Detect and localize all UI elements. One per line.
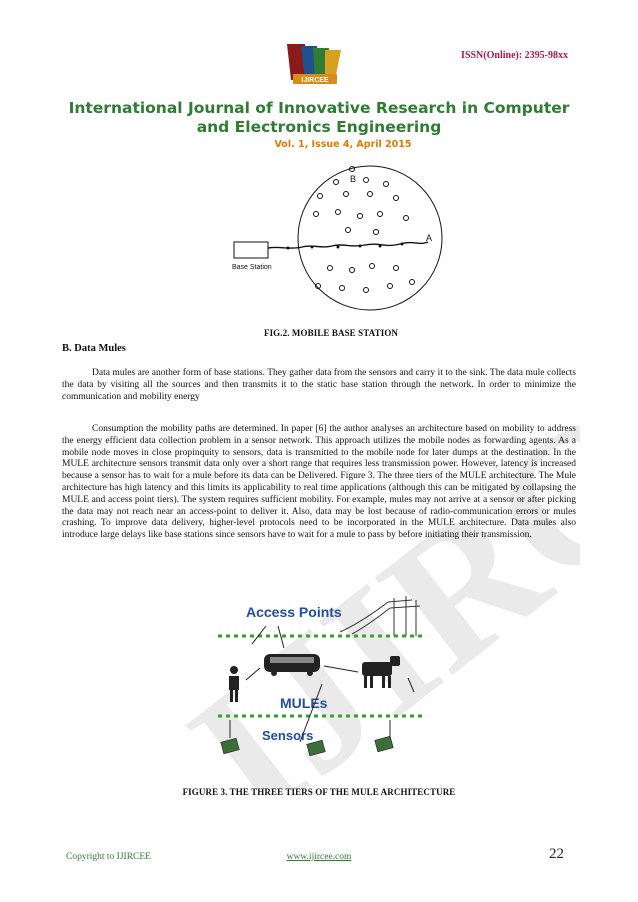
journal-title: International Journal of Innovative Rese… (40, 99, 598, 137)
sensor-nodes (313, 166, 415, 293)
base-station-box (233, 241, 269, 259)
power-line-icon (339, 596, 421, 636)
tier-label-access-points: Access Points (246, 604, 342, 620)
base-station-label: Base Station (232, 264, 272, 271)
paragraph-1: Data mules are another form of base stat… (62, 368, 576, 402)
sensor-board-icons (220, 735, 394, 757)
section-heading: B. Data Mules (62, 343, 126, 354)
person-icon (229, 666, 239, 702)
bus-icon (264, 654, 320, 676)
journal-logo: IJIRCEE (287, 44, 341, 84)
journal-title-line1: International Journal of Innovative Rese… (68, 99, 570, 117)
logo-text: IJIRCEE (301, 77, 329, 84)
figure2-caption: FIG.2. MOBILE BASE STATION (263, 328, 399, 338)
footer-copyright: Copyright to IJIRCEE (66, 852, 151, 862)
node-label-b: B (350, 174, 356, 184)
sensor-field-boundary (297, 165, 443, 311)
path-markers (286, 242, 404, 250)
figure3-caption: FIGURE 3. THE THREE TIERS OF THE MULE AR… (182, 787, 456, 797)
cow-icon (362, 656, 400, 688)
figure-mule-tiers: Access Points MULEs Sensors (218, 596, 426, 757)
tier-label-mules: MULEs (280, 695, 328, 711)
paragraph-2: Consumption the mobility paths are deter… (62, 424, 576, 541)
footer-website-link[interactable]: www.ijircee.com (286, 852, 352, 862)
node-label-a: A (426, 233, 432, 243)
issue-label: Vol. 1, Issue 4, April 2015 (274, 139, 412, 150)
mule-path (267, 241, 429, 249)
figure-mobile-base-station: Base Station B A (232, 165, 443, 311)
journal-title-line2: and Electronics Engineering (196, 118, 442, 136)
tier-label-sensors: Sensors (262, 728, 313, 743)
page-number: 22 (549, 846, 564, 862)
data-flow-arrows (229, 625, 415, 743)
issn-label: ISSN(Online): 2395-98xx (461, 50, 568, 61)
